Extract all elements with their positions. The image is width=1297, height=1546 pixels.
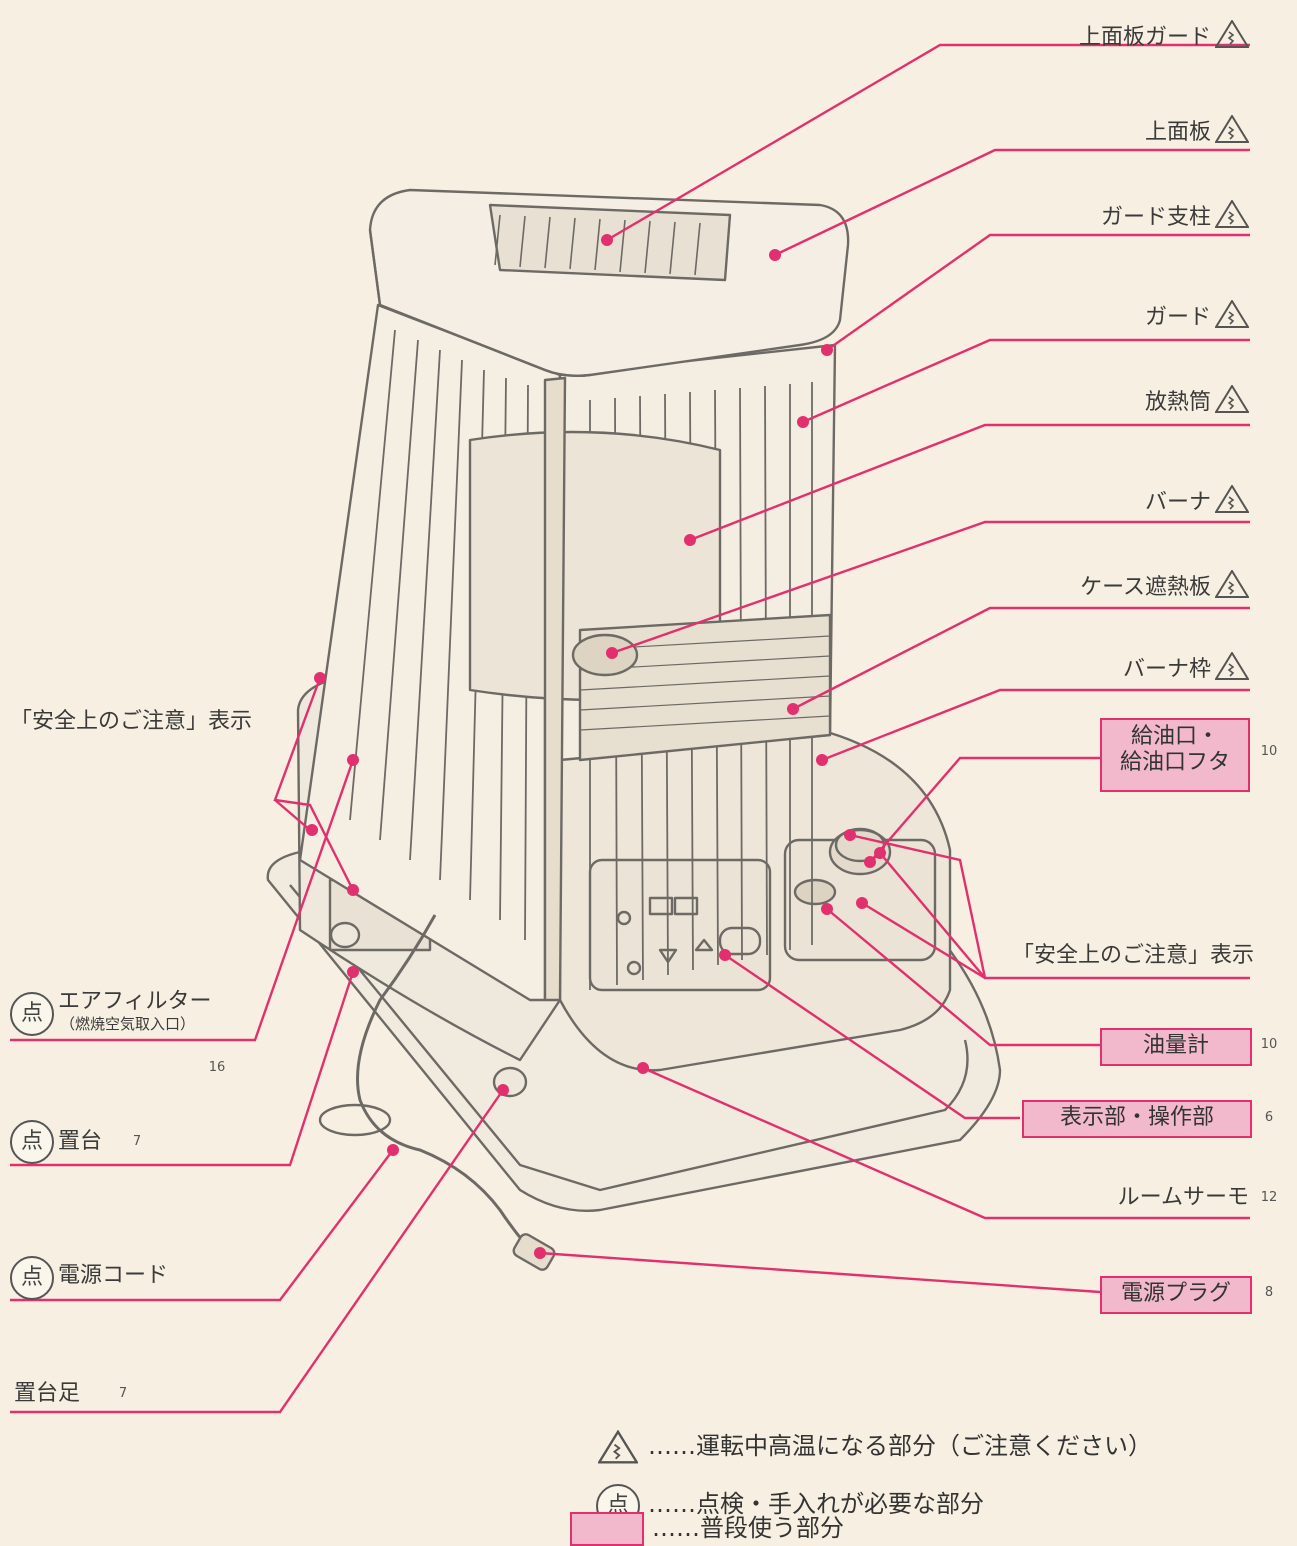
oil-gauge-window: [793, 878, 837, 906]
label-radiator: 放熱筒: [1145, 385, 1249, 417]
label-text: 上面板: [1144, 120, 1211, 145]
leader-dots: [306, 234, 886, 1259]
check-mark-icon: 点: [10, 1256, 54, 1300]
label-text: 上面板ガード: [1078, 25, 1211, 50]
hot-icon: [1215, 385, 1249, 413]
label-safety-notice-left: 「安全上のご注意」表示: [10, 709, 253, 734]
power-cord: [356, 914, 542, 1262]
legend-daily-swatch: [570, 1512, 644, 1546]
label-power-plug: 電源プラグ: [1100, 1276, 1252, 1314]
page-ref-stand-leg: 7: [118, 1386, 128, 1401]
legend-daily-parts: ……普段使う部分: [652, 1514, 844, 1542]
page-ref-fuel-port: 10: [1260, 744, 1278, 759]
label-oil-gauge: 油量計: [1100, 1028, 1252, 1066]
label-stand: 置台: [58, 1129, 103, 1154]
case-heat-shield: [578, 613, 832, 762]
label-air-filter: エアフィルター: [58, 989, 212, 1014]
check-mark-icon: 点: [10, 1120, 54, 1164]
page-ref-power-plug: 8: [1264, 1285, 1274, 1300]
label-text: バーナ: [1144, 490, 1211, 515]
label-text: ガード: [1144, 305, 1211, 330]
power-plug: [512, 1233, 556, 1271]
label-room-thermo: ルームサーモ: [1117, 1185, 1249, 1210]
label-top-plate: 上面板: [1145, 115, 1249, 147]
label-safety-notice-right: 「安全上のご注意」表示: [1012, 943, 1255, 968]
hot-icon: [1215, 20, 1249, 48]
check-mark-icon: 点: [10, 992, 54, 1036]
leader-lines: [10, 43, 1250, 1414]
label-power-cord: 電源コード: [58, 1263, 169, 1288]
label-air-filter-sub: （燃焼空気取入口）: [60, 1015, 196, 1033]
hot-icon: [1215, 300, 1249, 328]
label-guard-post: ガード支柱: [1101, 200, 1249, 232]
hot-icon: [1215, 115, 1249, 143]
label-display-panel: 表示部・操作部: [1022, 1100, 1252, 1138]
label-burner: バーナ: [1145, 485, 1249, 517]
label-text: 給油口フタ: [1119, 750, 1230, 775]
hot-icon: [1215, 652, 1249, 680]
label-burner-frame: バーナ枠: [1123, 652, 1249, 684]
label-top-guard: 上面板ガード: [1079, 20, 1249, 52]
hot-icon: [1215, 485, 1249, 513]
page-ref-display-panel: 6: [1264, 1110, 1274, 1125]
legend-check-parts: ……点検・手入れが必要な部分: [648, 1490, 984, 1518]
hot-icon: [1215, 200, 1249, 228]
legend-hot-icon: [598, 1430, 638, 1464]
label-text: ケース遮熱板: [1080, 575, 1211, 600]
burner: [571, 633, 639, 677]
legend-hot-parts: ……運転中高温になる部分（ご注意ください）: [648, 1432, 1152, 1460]
label-text: 給油口・: [1130, 724, 1219, 749]
label-fuel-port: 給油口・ 給油口フタ: [1100, 718, 1250, 792]
label-case-shield: ケース遮熱板: [1080, 570, 1249, 602]
label-stand-leg: 置台足: [14, 1381, 81, 1406]
hot-icon: [1215, 570, 1249, 598]
label-text: バーナ枠: [1122, 657, 1211, 682]
page-ref-stand: 7: [132, 1134, 142, 1149]
label-text: ガード支柱: [1100, 205, 1211, 230]
label-guard: ガード: [1145, 300, 1249, 332]
label-text: 放熱筒: [1144, 390, 1211, 415]
page-ref-air-filter: 16: [208, 1060, 226, 1075]
heater-illustration: [266, 188, 1002, 1271]
guard-post: [543, 376, 567, 1002]
page-ref-room-thermo: 12: [1260, 1190, 1278, 1205]
page-ref-oil-gauge: 10: [1260, 1037, 1278, 1052]
